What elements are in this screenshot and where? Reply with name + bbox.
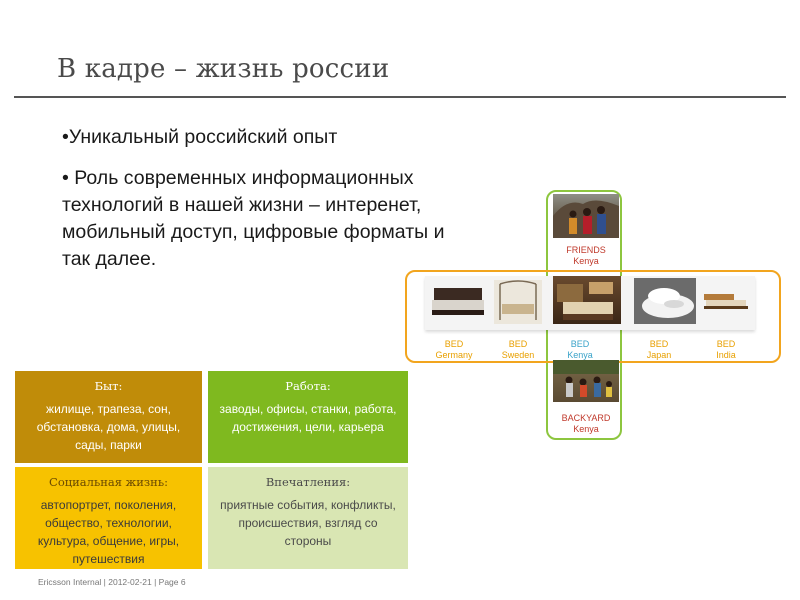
bed-india-photo — [700, 284, 750, 320]
bullet-item: •Уникальный российский опыт — [62, 126, 338, 148]
backyard-caption: BACKYARD Kenya — [561, 413, 611, 434]
backyard-photo — [553, 360, 619, 402]
box-heading: Быт: — [94, 379, 123, 393]
bed-caption-india: BED India — [716, 339, 736, 360]
box-heading: Работа: — [285, 379, 331, 393]
category-box-impressions: Впечатления: приятные события, конфликты… — [208, 467, 408, 569]
box-text: жилище, трапеза, сон, обстановка, дома, … — [36, 402, 181, 452]
bed-caption-japan: BED Japan — [646, 339, 672, 360]
title-divider — [14, 96, 786, 98]
box-text: заводы, офисы, станки, работа, достижени… — [219, 402, 397, 434]
bullet-item: • Роль современных информационных технол… — [62, 167, 445, 270]
bed-sweden-photo — [494, 280, 542, 324]
footer: Ericsson Internal | 2012-02-21 | Page 6 — [38, 577, 186, 587]
friends-caption: FRIENDS Kenya — [566, 245, 606, 266]
slide-title: В кадре – жизнь россии — [57, 54, 390, 84]
bed-kenya-photo — [553, 276, 621, 324]
box-heading: Впечатления: — [265, 475, 351, 489]
bed-japan-photo — [634, 278, 696, 324]
bullet-list: •Уникальный российский опыт • Роль совре… — [62, 124, 462, 287]
bed-caption-sweden: BED Sweden — [501, 339, 535, 360]
category-box-rabota: Работа: заводы, офисы, станки, работа, д… — [208, 371, 408, 463]
box-text: приятные события, конфликты, происшестви… — [220, 498, 396, 548]
friends-photo — [553, 194, 619, 238]
category-box-social: Социальная жизнь: автопортрет, поколения… — [15, 467, 202, 569]
category-box-byt: Быт: жилище, трапеза, сон, обстановка, д… — [15, 371, 202, 463]
bed-caption-kenya: BED Kenya — [567, 339, 593, 360]
bed-germany-photo — [430, 282, 486, 322]
box-heading: Социальная жизнь: — [49, 475, 168, 489]
box-text: автопортрет, поколения, общество, технол… — [37, 498, 180, 566]
bed-caption-germany: BED Germany — [435, 339, 473, 360]
